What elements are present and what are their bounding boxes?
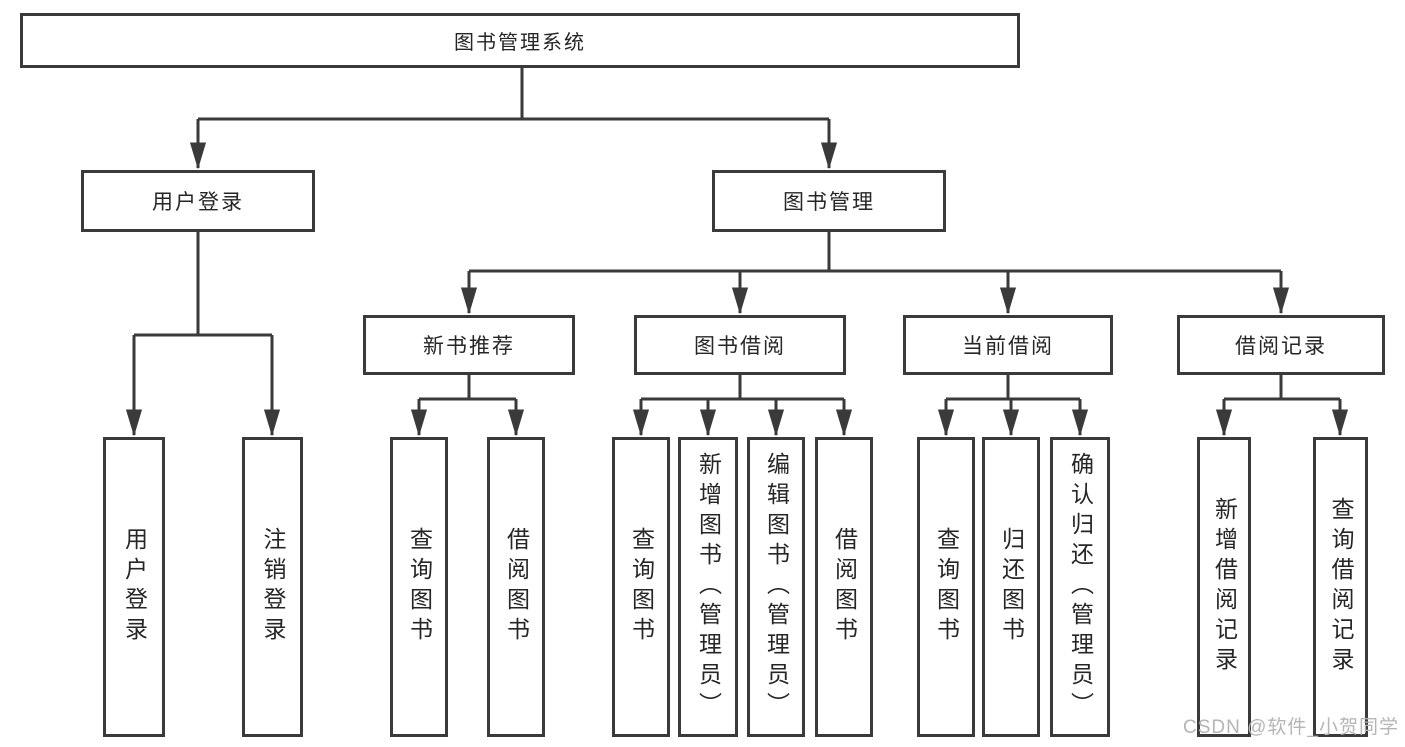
node-current-borrowing: 当前借阅 <box>903 315 1113 375</box>
node-label: 新增图书（管理员） <box>695 452 722 722</box>
leaf-current-query-books: 查询图书 <box>917 437 975 737</box>
leaf-add-borrow-record: 新增借阅记录 <box>1197 437 1251 737</box>
node-label: 当前借阅 <box>962 335 1054 358</box>
node-label: 借阅图书 <box>503 527 530 647</box>
leaf-edit-books-admin: 编辑图书（管理员） <box>747 437 805 737</box>
leaf-newrec-query-books: 查询图书 <box>390 437 448 737</box>
leaf-return-books: 归还图书 <box>982 437 1040 737</box>
leaf-newrec-borrow-books: 借阅图书 <box>487 437 545 737</box>
node-label: 图书借阅 <box>694 335 786 358</box>
leaf-borrow-borrow-books: 借阅图书 <box>815 437 873 737</box>
node-label: 注销登录 <box>260 527 286 647</box>
leaf-query-borrow-record: 查询借阅记录 <box>1313 437 1368 737</box>
node-label: 用户登录 <box>121 527 148 647</box>
node-label: 图书管理系统 <box>454 32 586 54</box>
node-book-management: 图书管理 <box>712 170 946 232</box>
node-label: 查询图书 <box>933 527 960 647</box>
node-label: 图书管理 <box>783 191 875 214</box>
node-label: 新增借阅记录 <box>1211 497 1238 677</box>
node-label: 新书推荐 <box>423 335 515 358</box>
leaf-user-login: 用户登录 <box>103 437 165 737</box>
node-book-borrowing: 图书借阅 <box>634 315 846 375</box>
node-label: 用户登录 <box>152 191 244 214</box>
node-label: 确认归还（管理员） <box>1067 452 1094 722</box>
node-borrowing-records: 借阅记录 <box>1177 315 1385 375</box>
leaf-add-books-admin: 新增图书（管理员） <box>678 437 738 737</box>
leaf-logout: 注销登录 <box>242 437 303 737</box>
leaf-borrow-query-books: 查询图书 <box>612 437 670 737</box>
leaf-confirm-return-admin: 确认归还（管理员） <box>1050 437 1110 737</box>
node-user-login: 用户登录 <box>81 170 315 232</box>
node-library-management-system: 图书管理系统 <box>20 13 1020 68</box>
node-label: 借阅图书 <box>831 527 858 647</box>
node-label: 编辑图书（管理员） <box>763 452 790 722</box>
node-label: 查询借阅记录 <box>1328 497 1354 677</box>
node-label: 查询图书 <box>406 527 433 647</box>
node-label: 查询图书 <box>628 527 655 647</box>
node-label: 借阅记录 <box>1235 335 1327 358</box>
csdn-watermark: CSDN @软件_小贺同学 <box>1183 717 1399 738</box>
node-new-book-recommend: 新书推荐 <box>363 315 575 375</box>
node-label: 归还图书 <box>998 527 1025 647</box>
